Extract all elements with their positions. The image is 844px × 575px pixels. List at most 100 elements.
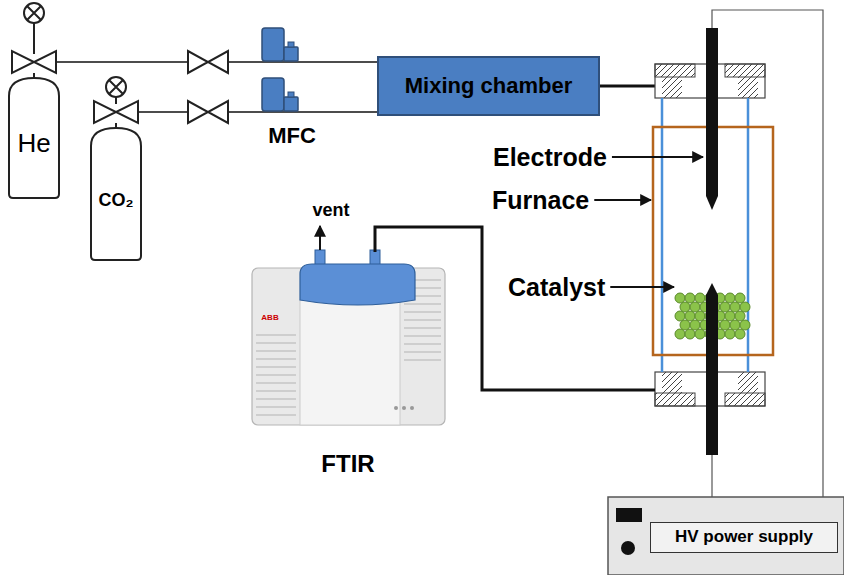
mfc-symbol [262,28,298,111]
power-supply-panel [616,508,642,522]
ftir-instrument [256,358,296,360]
ftir-instrument [404,335,441,337]
power-supply-panel [621,541,635,555]
ftir-instrument [394,406,398,410]
leader-arrow [610,286,674,288]
catalyst-pellet [725,329,735,339]
ftir-instrument [404,327,441,329]
hv-wire [711,455,712,497]
valve-stem [33,23,35,54]
catalyst-pellet [680,320,690,330]
ftir-instrument [404,303,441,305]
hv-wire [712,10,823,497]
valve-symbol [208,101,228,123]
catalyst-pellet [695,293,705,303]
bottom-flange [738,372,758,393]
catalyst-pellet [740,320,750,330]
bottom-flange [655,393,695,406]
reactor-tube [661,98,664,372]
valve-symbol [188,101,208,123]
catalyst-pellet [695,329,705,339]
node-label: HV power supply [675,527,813,547]
gas-cylinder: He [6,0,62,200]
catalyst-pellet [720,320,730,330]
ftir-instrument [300,264,415,305]
valve-handwheel [109,80,123,94]
top-flange [662,77,682,98]
leader-arrow [612,156,703,158]
instrument: FTIR [248,240,448,486]
cylinder-outline [88,74,144,262]
ftir-instrument [256,350,296,352]
ftir-instrument [256,390,296,392]
ftir-instrument [256,334,296,336]
part-label: MFC [268,123,316,149]
mfc-symbol [262,28,284,61]
bottom-flange [662,372,682,393]
valve-symbol [188,51,228,123]
ftir-instrument [256,414,296,416]
leader-arrow [594,199,651,201]
ftir-instrument [256,366,296,368]
valve-symbol [12,51,34,73]
ftir-instrument [410,406,414,410]
ftir-instrument [404,343,441,345]
ftir-instrument [404,311,441,313]
part-label: Electrode [493,142,607,172]
mfc-symbol [288,92,294,97]
ftir-instrument [256,342,296,344]
vent-arrow [319,226,321,250]
ftir-instrument [256,398,296,400]
catalyst-pellet [685,311,695,321]
ftir-instrument [252,250,445,425]
node-label: CO₂ [88,190,144,212]
power-supply-panel [608,497,844,575]
catalyst-pellet [725,311,735,321]
ftir-instrument [404,359,441,361]
catalyst-pellet [690,320,700,330]
catalyst-pellet [735,329,745,339]
catalyst-pellet [675,329,685,339]
mfc-symbol [284,47,298,61]
ftir-instrument [404,319,441,321]
node-label: FTIR [248,450,448,479]
power-supply-box: HV power supply [650,522,838,553]
mfc-symbol [284,97,298,111]
catalyst-pellet [730,320,740,330]
catalyst-pellet [725,293,735,303]
hv-wire [712,10,823,497]
catalyst-pellet [695,311,705,321]
ftir-instrument [256,406,296,408]
bottom-flange [725,393,765,406]
brand-mark: ABB [261,313,278,323]
valve-symbol [188,51,208,73]
valve-stem [115,97,117,104]
valve-symbol [116,101,138,123]
top-flange [725,64,765,77]
ftir-instrument [300,300,400,425]
part-label: Furnace [492,185,589,215]
leader-lines [594,157,703,287]
reactor-tube [747,98,750,372]
mfc-symbol [262,78,284,111]
catalyst-pellet [740,302,750,312]
top-flange [655,64,695,77]
top-flange [738,77,758,98]
feed-pipe [600,85,655,88]
valve-handwheel [106,77,126,97]
power-supply-panel [608,497,844,575]
cylinder-outline [6,0,62,200]
node-label: Mixing chamber [405,73,572,99]
ftir-instrument [256,374,296,376]
catalyst-pellet [730,302,740,312]
catalyst-pellet [735,311,745,321]
gas-cylinder: CO₂ [88,74,144,262]
catalyst-pellet [685,329,695,339]
electrode-symbol [706,28,718,210]
catalyst-pellet [675,293,685,303]
node-label: He [6,128,62,159]
gas-line [144,111,377,113]
part-label: vent [312,200,349,222]
catalyst-pellet [680,302,690,312]
